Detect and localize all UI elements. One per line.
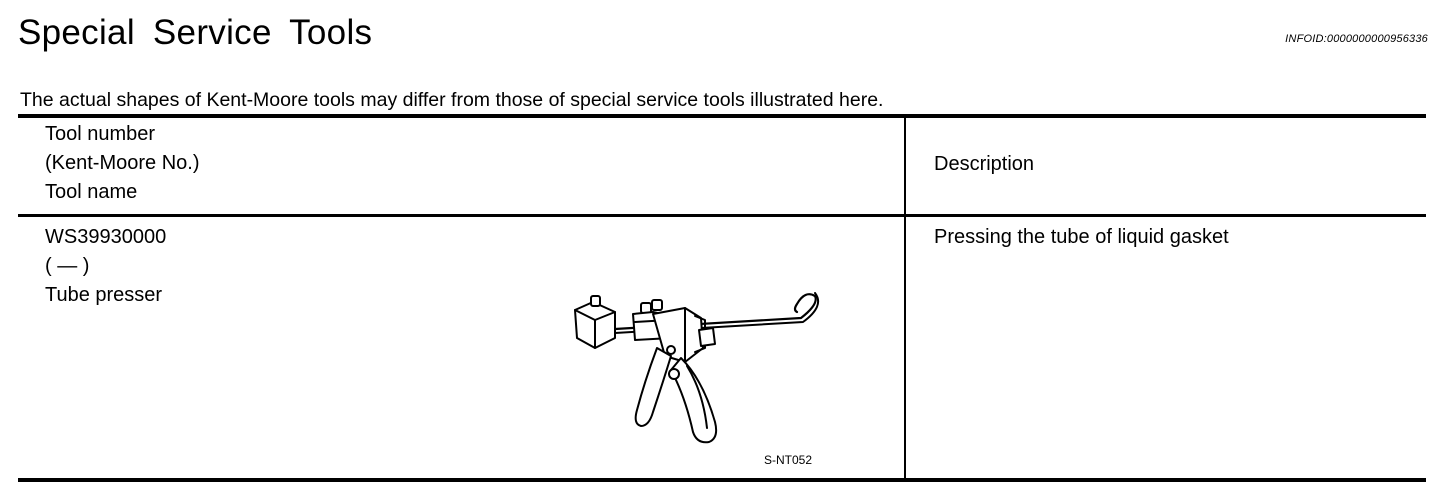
- tool-number: WS39930000: [45, 226, 167, 248]
- tool-name: Tube presser: [45, 284, 163, 306]
- header-description: Description: [934, 153, 1035, 175]
- table-bottom-rule: [18, 478, 1426, 482]
- header-separator-rule: [18, 214, 1426, 217]
- header-tool-cell: Tool number (Kent-Moore No.) Tool name: [45, 120, 200, 207]
- page-title: Special Service Tools: [18, 13, 373, 52]
- tool-description: Pressing the tube of liquid gasket: [934, 226, 1229, 248]
- header-kent-moore-no: (Kent-Moore No.): [45, 152, 200, 174]
- tube-presser-illustration: [574, 292, 819, 444]
- tool-row-identity: WS39930000 ( — ) Tube presser: [45, 223, 166, 310]
- column-divider: [904, 118, 906, 478]
- figure-code: S-NT052: [764, 453, 813, 467]
- header-tool-number: Tool number: [45, 123, 156, 145]
- special-service-tools-table: Tool number (Kent-Moore No.) Tool name D…: [18, 114, 1426, 484]
- intro-note: The actual shapes of Kent-Moore tools ma…: [20, 89, 884, 111]
- kent-moore-number: ( — ): [45, 255, 90, 277]
- info-id: INFOID:0000000000956336: [1285, 33, 1428, 45]
- header-tool-name: Tool name: [45, 181, 138, 203]
- table-top-rule: [18, 114, 1426, 118]
